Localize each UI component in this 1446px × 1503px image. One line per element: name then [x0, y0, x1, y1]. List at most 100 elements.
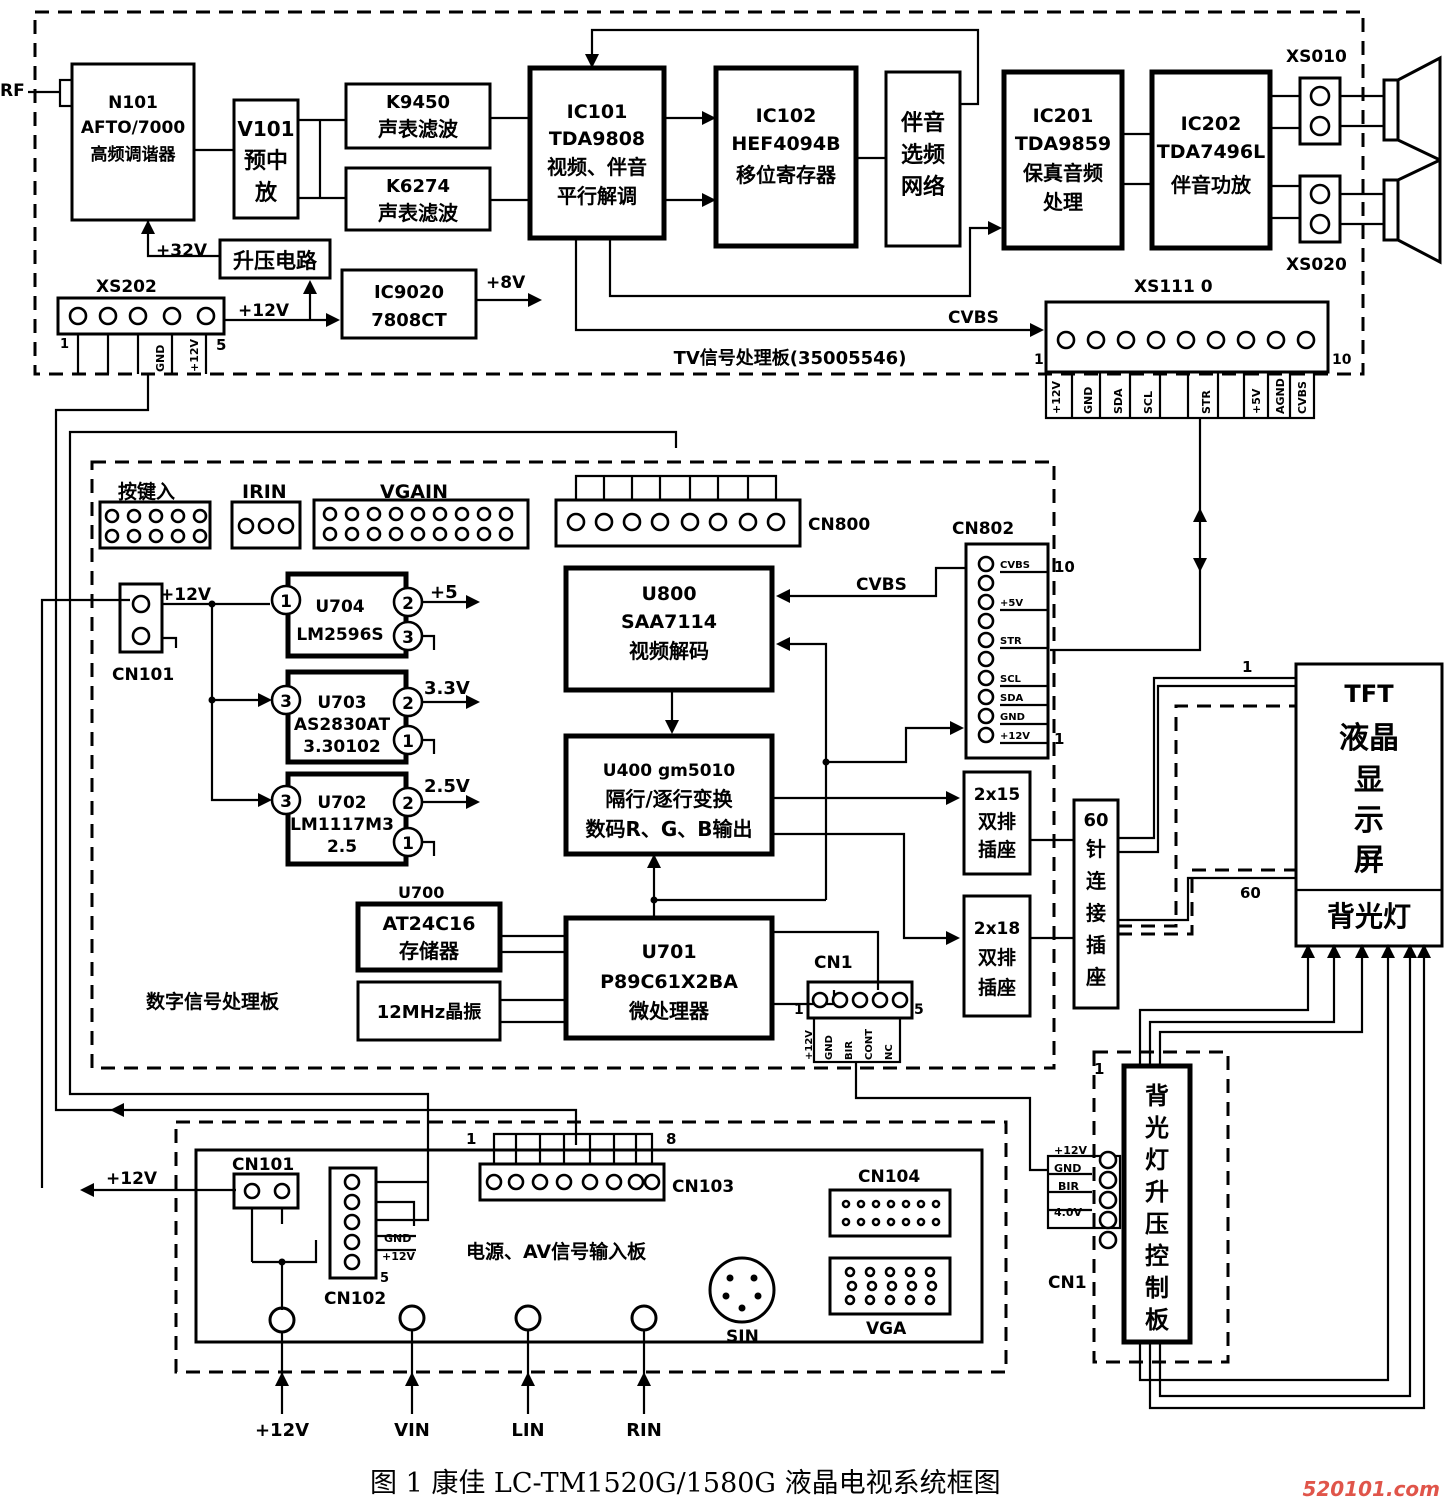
svg-text:12MHz晶振: 12MHz晶振 — [377, 1001, 482, 1023]
svg-text:LM1117M3: LM1117M3 — [290, 815, 394, 835]
vga-in-pin — [410, 526, 426, 542]
svg-text:U703: U703 — [317, 693, 366, 713]
key-pin — [104, 528, 120, 544]
svg-text:移位寄存器: 移位寄存器 — [736, 163, 837, 187]
cn802-pin — [977, 593, 995, 611]
xs202-connector: XS202 1 GND +12V 5 — [56, 277, 226, 374]
svg-text:IC101: IC101 — [567, 101, 628, 123]
svg-text:CN104: CN104 — [858, 1167, 920, 1187]
svg-text:8: 8 — [666, 1130, 676, 1148]
svg-text:60: 60 — [1083, 810, 1108, 831]
cn802-pin — [977, 650, 995, 668]
plus32v-label: +32V — [156, 241, 208, 261]
cn103-connector: 1 8 CN103 — [466, 1130, 734, 1202]
svg-text:声表滤波: 声表滤波 — [377, 201, 459, 225]
cn104-pin — [916, 1217, 926, 1227]
cn802-pin — [977, 707, 995, 725]
svg-text:SAA7114: SAA7114 — [621, 611, 717, 633]
svg-text:+12V: +12V — [188, 338, 201, 372]
svg-text:保真音频: 保真音频 — [1022, 161, 1103, 185]
svg-text:3: 3 — [280, 692, 292, 712]
xs111-connector: XS111 0 1 10 +12V GND SDA SCL STR +5V AG… — [1034, 277, 1352, 420]
ic9020-regulator: IC9020 7808CT — [340, 268, 478, 340]
cn104-connector: CN104 — [828, 1167, 952, 1238]
cn802-pin-label: +5V — [1000, 598, 1023, 609]
svg-text:GND: GND — [384, 1232, 411, 1245]
svg-text:XS010: XS010 — [1286, 47, 1347, 67]
svg-text:放: 放 — [254, 180, 278, 206]
svg-text:4.0V: 4.0V — [1054, 1206, 1082, 1219]
svg-text:BIR: BIR — [1058, 1180, 1079, 1193]
svg-text:屏: 屏 — [1354, 843, 1384, 878]
svg-text:1: 1 — [60, 337, 69, 352]
key-pin — [170, 508, 186, 524]
key-pin — [126, 508, 142, 524]
svg-text:CN1: CN1 — [814, 953, 853, 973]
svg-text:CONT: CONT — [864, 1029, 875, 1060]
svg-text:1: 1 — [402, 732, 414, 752]
cn104-pin — [871, 1199, 881, 1209]
vga-pin — [884, 1294, 896, 1306]
crystal-12mhz: 12MHz晶振 — [356, 980, 502, 1042]
vga-pin — [904, 1294, 916, 1306]
figure-caption: 图 1 康佳 LC-TM1520G/1580G 液晶电视系统框图 — [370, 1468, 1001, 1499]
svg-text:HEF4094B: HEF4094B — [731, 133, 840, 155]
cn802-pin-label: SDA — [1000, 693, 1024, 704]
cn800-pin — [650, 512, 670, 532]
svg-text:CN103: CN103 — [672, 1177, 734, 1197]
socket-2x15: 2x15 双排 插座 — [962, 770, 1032, 876]
cn800-pin — [766, 512, 786, 532]
svg-text:K6274: K6274 — [386, 176, 450, 197]
svg-text:2.5: 2.5 — [327, 837, 357, 857]
cn101-power-connector: CN101 — [232, 1155, 300, 1262]
vga-pin — [886, 1280, 898, 1292]
cn1-digital-connector: CN1 1 5 +12V GND BIR CONT NC — [794, 953, 924, 1064]
u704-output-label: +5 — [430, 582, 458, 603]
power-board-label: 电源、AV信号输入板 — [466, 1240, 647, 1263]
svg-text:插座: 插座 — [978, 976, 1016, 999]
u702-regulator: U702 LM1117M3 2.5 3 2 1 — [270, 771, 424, 867]
ic102-shift-register: IC102 HEF4094B 移位寄存器 — [713, 65, 859, 249]
u704-regulator: U704 LM2596S 1 2 3 — [270, 571, 424, 659]
svg-text:IC201: IC201 — [1033, 105, 1094, 127]
svg-text:+12V: +12V — [382, 1250, 416, 1263]
cn802-pin — [977, 631, 995, 649]
svg-text:声表滤波: 声表滤波 — [377, 117, 459, 141]
vga-in-pin — [476, 526, 492, 542]
cn103-pin — [485, 1173, 503, 1191]
ic101-demodulator: IC101 TDA9808 视频、伴音 平行解调 — [527, 65, 667, 241]
svg-text:5: 5 — [914, 1002, 924, 1018]
vga-pin — [924, 1294, 936, 1306]
svg-text:XS202: XS202 — [96, 277, 157, 297]
svg-text:3.30102: 3.30102 — [303, 737, 380, 757]
svg-text:CN1: CN1 — [1048, 1273, 1087, 1293]
key-pin — [192, 508, 208, 524]
svg-text:显: 显 — [1354, 763, 1384, 798]
svg-text:VGAIN: VGAIN — [380, 481, 448, 503]
k6274-saw-filter: K6274 声表滤波 — [344, 166, 492, 232]
vga-pin — [884, 1266, 896, 1278]
vga-in-pin — [344, 526, 360, 542]
svg-text:1: 1 — [794, 1002, 804, 1018]
cn802-connector: CN802 10 1 — [952, 519, 1075, 760]
sin-svideo-connector: SIN — [708, 1256, 776, 1347]
svg-text:U701: U701 — [641, 941, 696, 963]
jack-plus12v: +12V — [255, 1306, 309, 1441]
cn802-pin-label: GND — [1000, 712, 1025, 723]
svg-text:伴音: 伴音 — [900, 110, 945, 136]
svg-text:RIN: RIN — [626, 1420, 662, 1441]
cn802-pin-label: CVBS — [1000, 560, 1030, 571]
svg-text:CN101: CN101 — [112, 665, 174, 685]
cn802-pin — [977, 688, 995, 706]
cn104-pin — [901, 1199, 911, 1209]
cn104-pin — [931, 1199, 941, 1209]
connector-60pin: 60 针 连 接 插 座 — [1072, 798, 1120, 1010]
svg-text:隔行/逐行变换: 隔行/逐行变换 — [605, 787, 733, 811]
irin-pin — [257, 517, 275, 535]
svg-text:AGND: AGND — [1274, 378, 1287, 414]
svg-text:视频、伴音: 视频、伴音 — [547, 155, 647, 179]
key-pin — [148, 508, 164, 524]
svg-text:数码R、G、B输出: 数码R、G、B输出 — [585, 817, 752, 841]
cn800-pin — [708, 512, 728, 532]
